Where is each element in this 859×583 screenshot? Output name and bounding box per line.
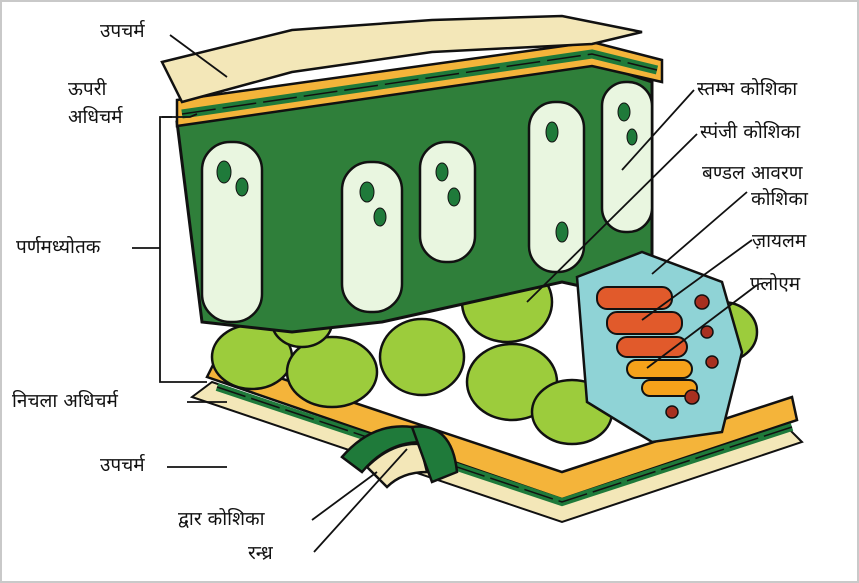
label-lower-epidermis: निचला अधिचर्म (12, 390, 118, 412)
label-spongy-cell: स्पंजी कोशिका (700, 121, 800, 143)
label-upper-epidermis-line1: ऊपरी (68, 78, 106, 100)
label-bundle-sheath-line1: बण्डल आवरण (702, 162, 802, 184)
label-bundle-sheath-line2: कोशिका (751, 188, 808, 210)
label-xylem: ज़ायलम (752, 230, 806, 252)
label-phloem: फ्लोएम (750, 273, 800, 295)
label-cuticle-top: उपचर्म (100, 20, 145, 42)
label-guard-cell: द्वार कोशिका (178, 508, 265, 530)
label-stoma: रन्ध्र (248, 542, 273, 564)
label-upper-epidermis-line2: अधिचर्म (68, 106, 123, 128)
label-cuticle-bottom: उपचर्म (100, 454, 145, 476)
label-mesophyll: पर्णमध्योतक (16, 236, 100, 258)
label-palisade-cell: स्तम्भ कोशिका (697, 78, 797, 100)
